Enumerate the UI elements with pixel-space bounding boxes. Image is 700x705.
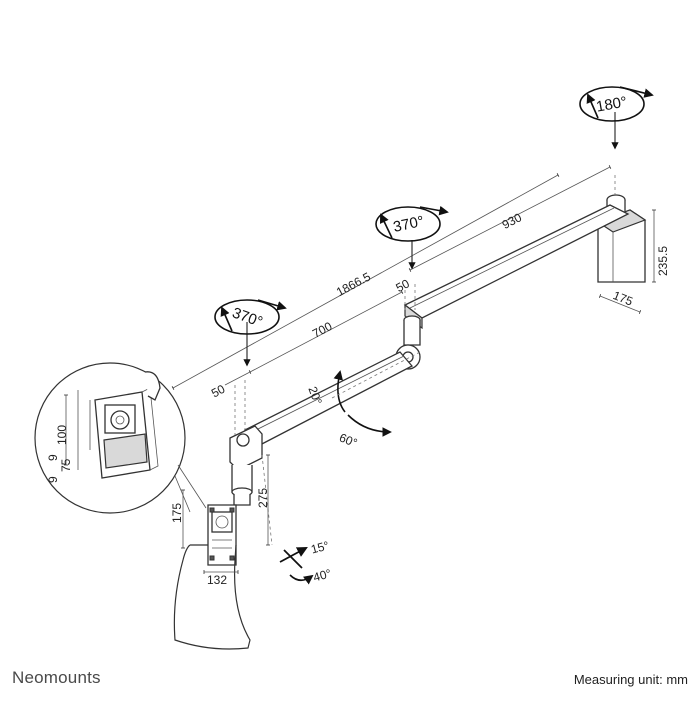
tilt-symbol [279, 546, 314, 585]
angle-tilt-up: 15° [309, 538, 330, 556]
handle-outline [173, 544, 251, 650]
rotation-middle-label: 370° [392, 213, 426, 236]
dim-offset-bottom: 50 [209, 382, 228, 401]
dim-detail-d: 9 [46, 476, 60, 483]
dim-offset-top: 50 [393, 276, 412, 295]
front-pivot [229, 425, 263, 506]
detail-callout [34, 362, 207, 514]
rotation-down-arrows [243, 112, 619, 367]
dim-detail-c: 9 [46, 454, 60, 461]
dim-drop-height: 275 [256, 488, 270, 508]
angle-arm-up: 20° [305, 385, 324, 407]
dim-head-width: 132 [207, 573, 227, 587]
arm-angle-arcs [331, 351, 421, 437]
angle-arm-down: 60° [337, 430, 359, 450]
dim-arm-short: 700 [310, 319, 335, 341]
dim-wall-depth: 175 [611, 288, 635, 309]
dim-wall-height: 235.5 [656, 246, 670, 276]
dim-detail-b: 75 [59, 458, 73, 472]
dim-detail-a: 100 [55, 425, 69, 445]
dimension-lines [64, 165, 656, 574]
angle-tilt-down: 40° [312, 566, 333, 584]
vesa-head [207, 504, 237, 566]
brand-logo-text: Neomounts [12, 668, 101, 687]
rotation-wall-symbol [579, 86, 654, 122]
dim-total-length: 1866.5 [334, 269, 373, 299]
rotation-middle-symbol [375, 205, 449, 242]
rotation-wall-label: 180° [595, 94, 629, 116]
rotation-front-symbol [214, 299, 287, 335]
measuring-unit-note: Measuring unit: mm [573, 672, 688, 687]
dim-head-height: 175 [170, 503, 184, 523]
